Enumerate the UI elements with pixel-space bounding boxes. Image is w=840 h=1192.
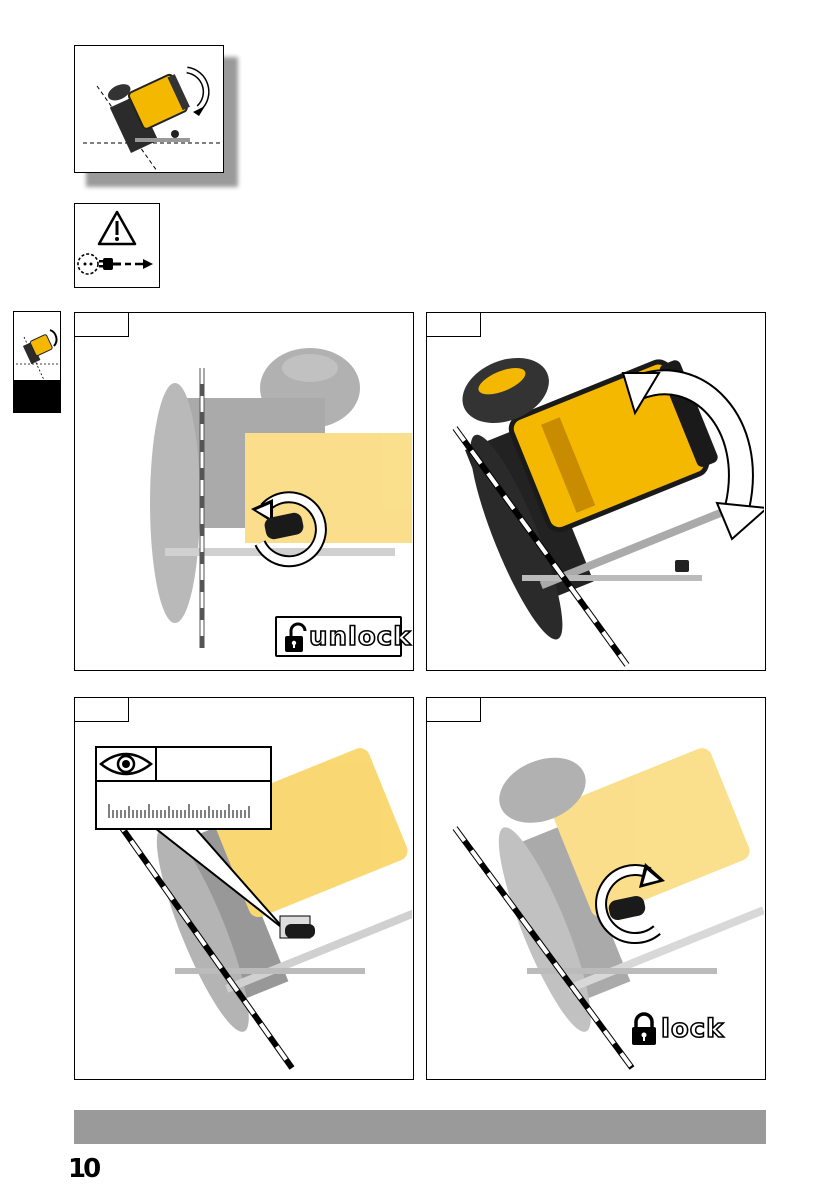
warning-triangle-icon (99, 212, 135, 244)
page-number: 10 (68, 1154, 98, 1184)
step-panel-1: unlock (74, 312, 414, 671)
angle-scale-callout (95, 746, 272, 830)
step-panel-2 (426, 312, 766, 671)
step-panel-3 (74, 697, 414, 1080)
step-tag-1 (75, 313, 129, 337)
side-tab (13, 311, 61, 413)
unlock-label-text: unlock (309, 622, 412, 652)
step-panel-4: lock (426, 697, 766, 1080)
warning-unplug-box (74, 203, 160, 288)
step-tag-2 (427, 313, 481, 337)
angle-scale-ticks (107, 800, 257, 820)
step-tag-4 (427, 698, 481, 722)
lock-label-text: lock (661, 1014, 724, 1044)
eye-icon (97, 748, 155, 780)
step-tag-3 (75, 698, 129, 722)
padlock-closed-icon (629, 1012, 659, 1046)
unlock-label: unlock (275, 616, 402, 657)
overview-illustration (74, 45, 224, 173)
lock-label: lock (627, 1010, 745, 1050)
bevel-saw-thumbnail-icon (14, 312, 60, 380)
bevel-saw-overview-icon (75, 46, 222, 171)
footer-bar (74, 1110, 766, 1144)
unplug-icon (78, 254, 153, 274)
